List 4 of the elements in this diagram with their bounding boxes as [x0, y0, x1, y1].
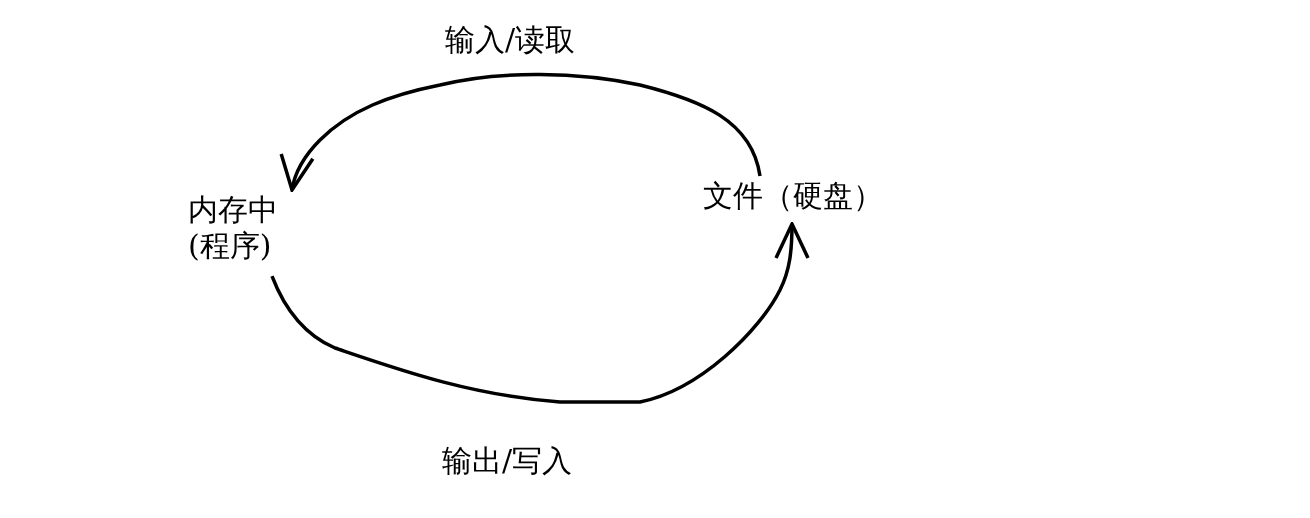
node-label: 内存中(程序) — [188, 192, 298, 264]
curved-arrow — [270, 222, 810, 404]
curved-arrow — [280, 72, 762, 192]
node-label: 文件（硬盘） — [703, 178, 903, 214]
